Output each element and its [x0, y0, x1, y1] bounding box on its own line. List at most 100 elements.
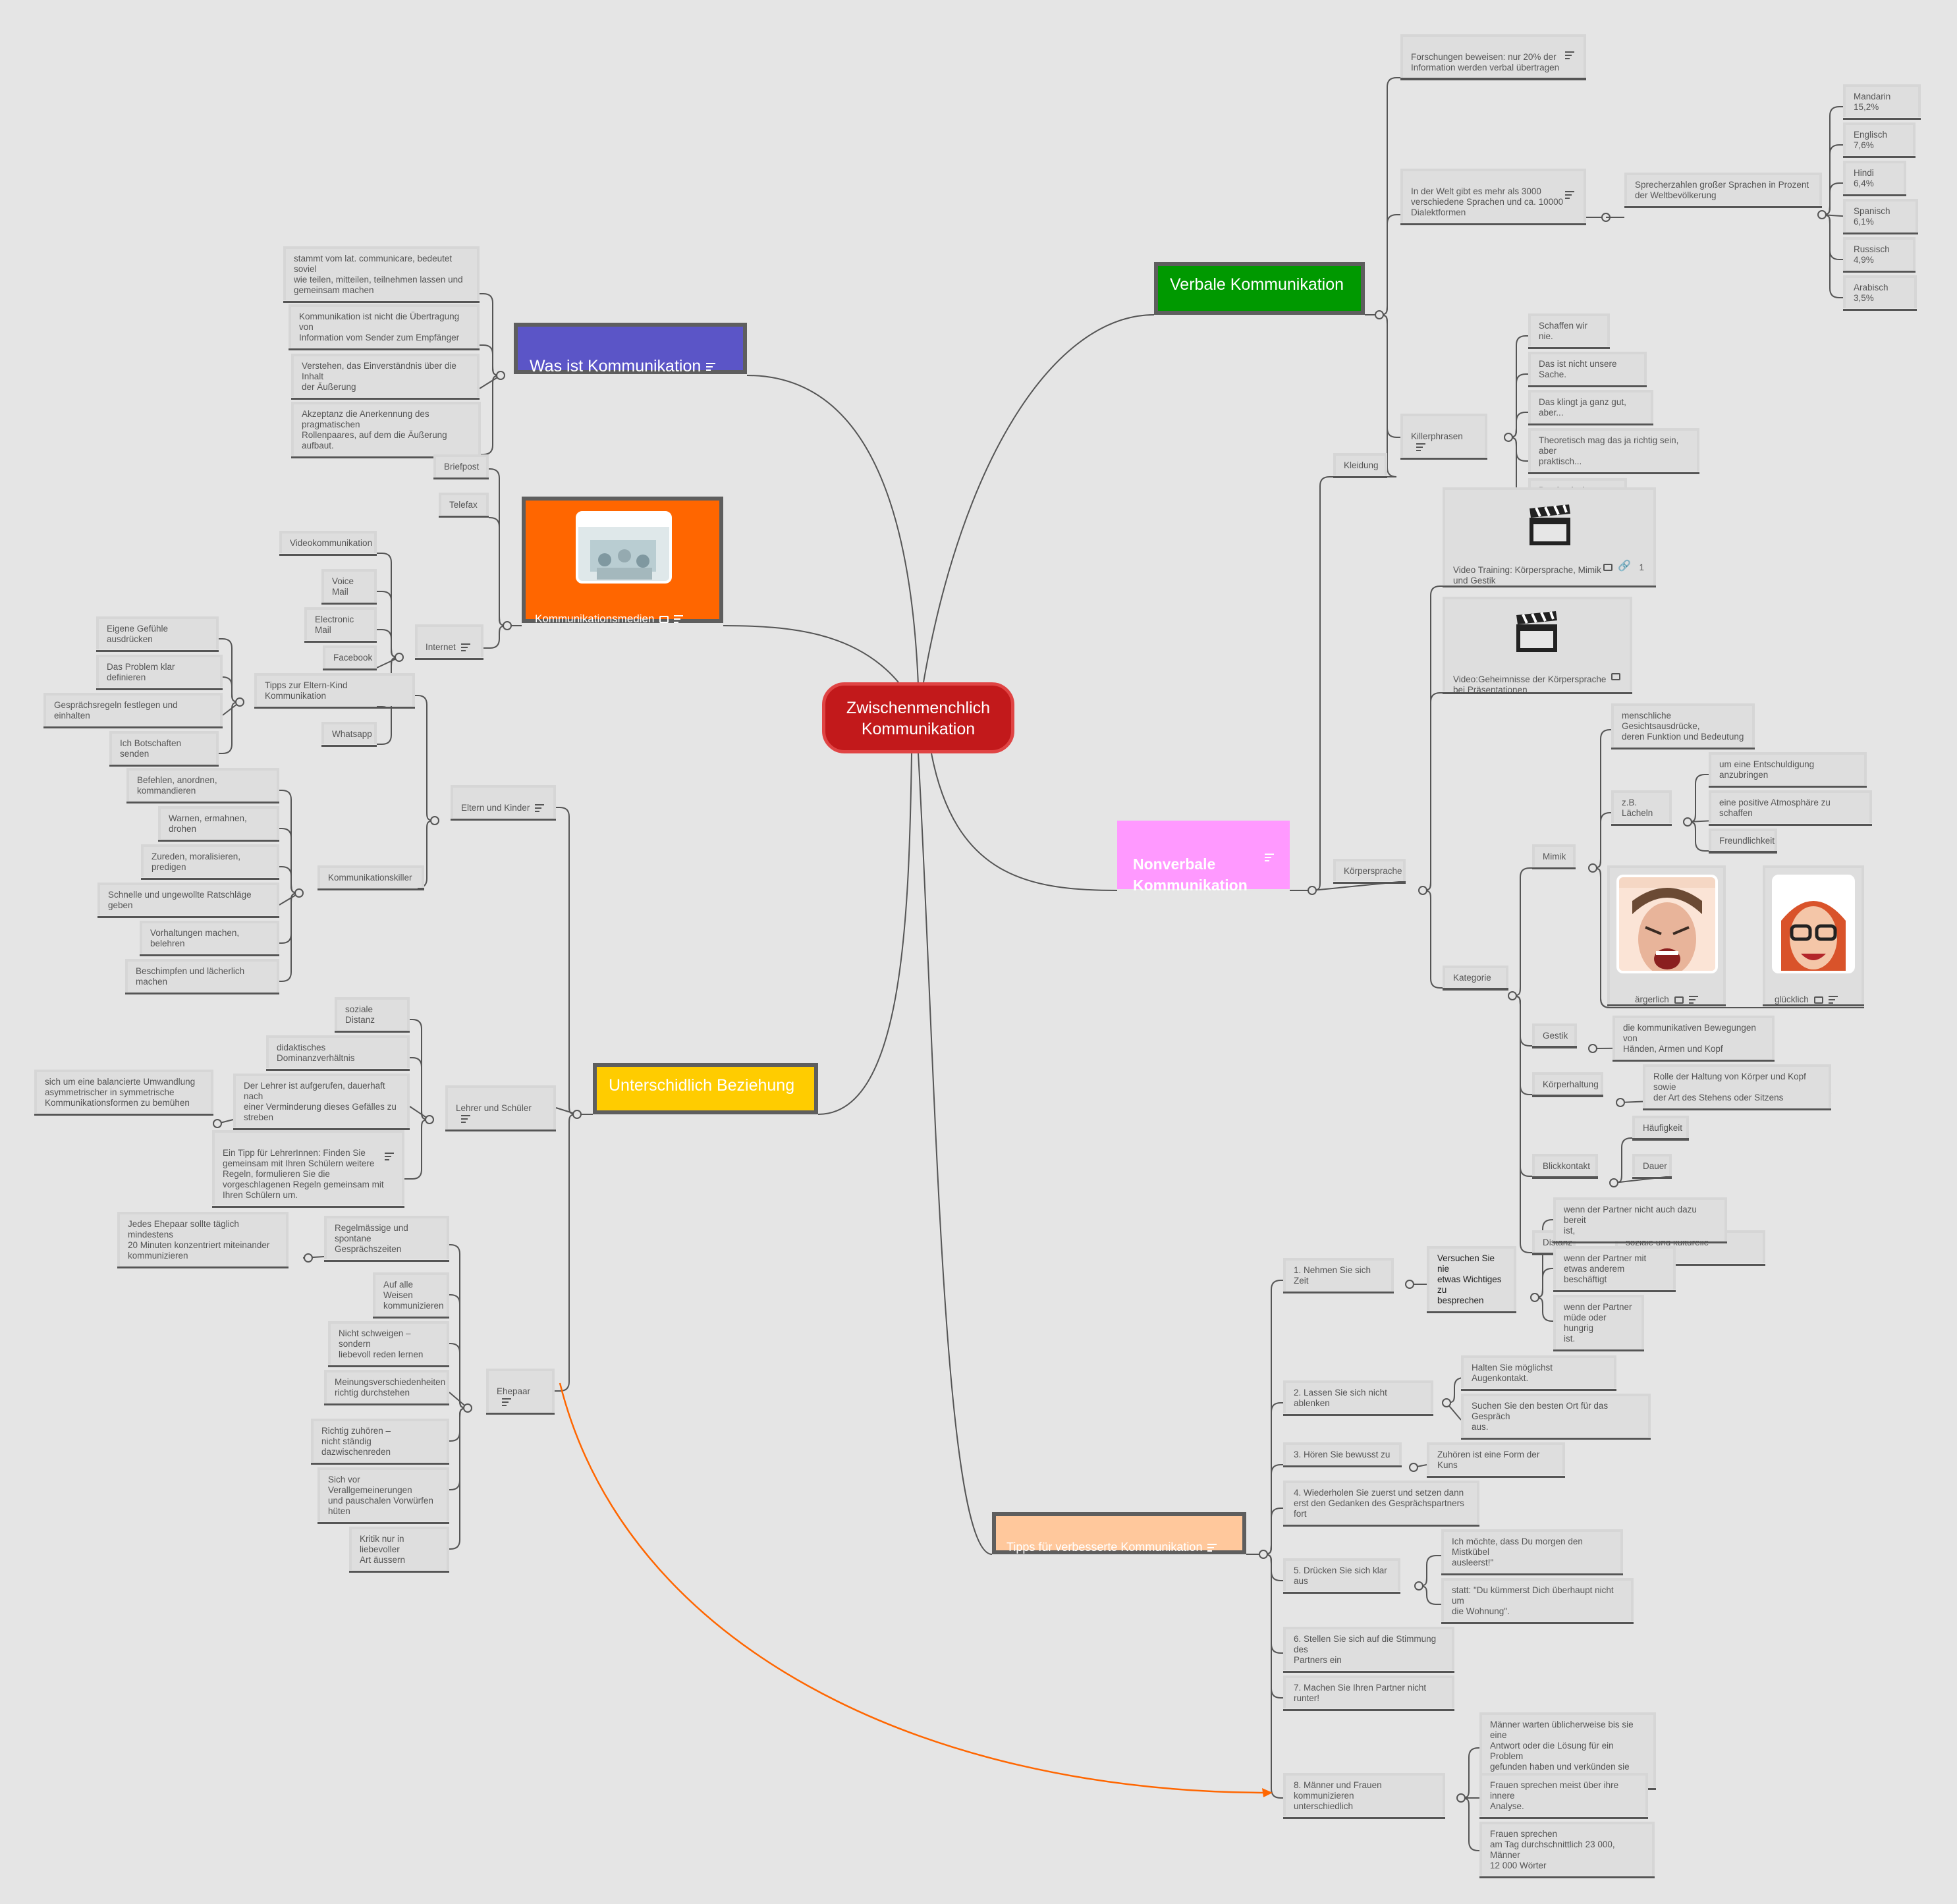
- face-happy-node[interactable]: glücklich: [1763, 865, 1864, 1006]
- killer-item-1[interactable]: Befehlen, anordnen, kommandieren: [126, 768, 279, 803]
- blick-haeufigkeit[interactable]: Häufigkeit: [1632, 1116, 1689, 1141]
- killer-3[interactable]: Das klingt ja ganz gut, aber...: [1528, 390, 1653, 425]
- topic-tipps[interactable]: Tipps für verbesserte Kommunikation: [992, 1512, 1246, 1554]
- ehepaar-item-2[interactable]: Auf alle Weisen kommunizieren: [373, 1272, 449, 1319]
- laecheln-1[interactable]: um eine Entschuldigung anzubringen: [1709, 752, 1867, 788]
- kategorie-blickkontakt[interactable]: Blickkontakt: [1532, 1154, 1598, 1179]
- collapse-handle[interactable]: [572, 1110, 582, 1119]
- collapse-handle[interactable]: [304, 1253, 313, 1263]
- tipp-1-item-1[interactable]: wenn der Partner nicht auch dazu bereit …: [1553, 1197, 1727, 1243]
- medien-telefax[interactable]: Telefax: [439, 493, 489, 518]
- tipp-6[interactable]: 6. Stellen Sie sich auf die Stimmung des…: [1283, 1627, 1454, 1673]
- ehepaar-item-6[interactable]: Sich vor Verallgemeinerungen und pauscha…: [317, 1467, 449, 1524]
- collapse-handle[interactable]: [294, 888, 304, 898]
- tipps-ek-2[interactable]: Das Problem klar definieren: [96, 655, 223, 690]
- collapse-handle[interactable]: [235, 697, 244, 707]
- internet-facebook[interactable]: Facebook: [323, 645, 377, 670]
- collapse-handle[interactable]: [1418, 886, 1427, 895]
- ehepaar-item-5[interactable]: Richtig zuhören – nicht ständig dazwisch…: [311, 1419, 449, 1465]
- gestik-desc[interactable]: die kommunikativen Bewegungen von Händen…: [1612, 1016, 1775, 1062]
- killer-item-5[interactable]: Vorhaltungen machen, belehren: [140, 921, 279, 956]
- medien-internet[interactable]: Internet: [415, 624, 483, 660]
- killer-2[interactable]: Das ist nicht unsere Sache.: [1528, 352, 1647, 387]
- collapse-handle[interactable]: [1308, 886, 1317, 895]
- collapse-handle[interactable]: [496, 371, 505, 380]
- collapse-handle[interactable]: [463, 1403, 472, 1413]
- internet-email[interactable]: Electronic Mail: [304, 607, 377, 643]
- collapse-handle[interactable]: [503, 621, 512, 630]
- central-topic[interactable]: Zwischenmenchlich Kommunikation: [822, 682, 1014, 753]
- collapse-handle[interactable]: [1588, 863, 1597, 873]
- ehepaar-item-7[interactable]: Kritik nur in liebevoller Art äussern: [349, 1527, 449, 1573]
- killer-item-4[interactable]: Schnelle und ungewollte Ratschläge geben: [97, 883, 279, 918]
- collapse-handle[interactable]: [1588, 1044, 1597, 1053]
- collapse-handle[interactable]: [1504, 433, 1513, 442]
- beziehung-ehepaar[interactable]: Ehepaar: [486, 1369, 555, 1415]
- killer-item-3[interactable]: Zureden, moralisieren, predigen: [141, 844, 279, 880]
- tipp-8[interactable]: 8. Männer und Frauen kommunizieren unter…: [1283, 1773, 1445, 1819]
- collapse-handle[interactable]: [395, 653, 404, 662]
- tipps-ek-1[interactable]: Eigene Gefühle ausdrücken: [96, 616, 219, 652]
- collapse-handle[interactable]: [1683, 817, 1692, 827]
- topic-verbale-kommunikation[interactable]: Verbale Kommunikation: [1154, 262, 1365, 315]
- lang-russisch[interactable]: Russisch 4,9%: [1843, 237, 1916, 273]
- topic-nonverbale-kommunikation[interactable]: Nonverbale Kommunikation: [1117, 821, 1290, 894]
- laecheln-2[interactable]: eine positive Atmosphäre zu schaffen: [1709, 790, 1872, 826]
- beziehung-lehrer[interactable]: Lehrer und Schüler: [445, 1085, 556, 1131]
- internet-video[interactable]: Videokommunikation: [279, 531, 377, 556]
- collapse-handle[interactable]: [1530, 1293, 1539, 1302]
- tipp-4[interactable]: 4. Wiederholen Sie zuerst und setzen dan…: [1283, 1481, 1479, 1527]
- nonverbal-kategorie[interactable]: Kategorie: [1443, 966, 1508, 991]
- nonverbal-kleidung[interactable]: Kleidung: [1333, 453, 1387, 478]
- lang-englisch[interactable]: Englisch 7,6%: [1843, 122, 1916, 158]
- mimik-desc[interactable]: menschliche Gesichtsausdrücke, deren Fun…: [1611, 703, 1755, 749]
- medien-briefpost[interactable]: Briefpost: [433, 454, 489, 479]
- nonverbal-koerpersprache[interactable]: Körpersprache: [1333, 859, 1406, 884]
- lehrer-item-2[interactable]: didaktisches Dominanzverhältnis: [266, 1035, 410, 1071]
- beziehung-eltern[interactable]: Eltern und Kinder: [451, 785, 556, 821]
- haltung-desc[interactable]: Rolle der Haltung von Körper und Kopf so…: [1643, 1064, 1831, 1110]
- tipp-2-item-1[interactable]: Halten Sie möglichst Augenkontakt.: [1461, 1355, 1616, 1391]
- was-item-2[interactable]: Kommunikation ist nicht die Übertragung …: [289, 304, 480, 350]
- tipp-2[interactable]: 2. Lassen Sie sich nicht ablenken: [1283, 1380, 1433, 1416]
- killer-4[interactable]: Theoretisch mag das ja richtig sein, abe…: [1528, 428, 1699, 474]
- tipp-8-item-3[interactable]: Frauen sprechen am Tag durchschnittlich …: [1479, 1822, 1655, 1878]
- lehrer-sub[interactable]: sich um eine balancierte Umwandlung asym…: [34, 1070, 213, 1116]
- collapse-handle[interactable]: [1456, 1793, 1466, 1803]
- collapse-handle[interactable]: [1609, 1178, 1618, 1187]
- collapse-handle[interactable]: [1405, 1280, 1414, 1289]
- tipp-2-item-2[interactable]: Suchen Sie den besten Ort für das Gesprä…: [1461, 1394, 1651, 1440]
- tipp-5-item-1[interactable]: Ich möchte, dass Du morgen den Mistkübel…: [1441, 1529, 1623, 1575]
- verbal-fact[interactable]: Forschungen beweisen: nur 20% der Inform…: [1400, 34, 1586, 80]
- collapse-handle[interactable]: [1414, 1581, 1423, 1591]
- kategorie-gestik[interactable]: Gestik: [1532, 1023, 1577, 1048]
- verbal-killerphrasen[interactable]: Killerphrasen: [1400, 414, 1487, 460]
- tipp-7[interactable]: 7. Machen Sie Ihren Partner nicht runter…: [1283, 1675, 1454, 1711]
- tipp-5-item-2[interactable]: statt: "Du kümmerst Dich überhaupt nicht…: [1441, 1578, 1634, 1624]
- killer-1[interactable]: Schaffen wir nie.: [1528, 313, 1610, 349]
- lang-mandarin[interactable]: Mandarin 15,2%: [1843, 84, 1921, 120]
- tipp-1-sub[interactable]: Versuchen Sie nie etwas Wichtiges zu bes…: [1427, 1246, 1516, 1313]
- was-item-3[interactable]: Verstehen, das Einverständnis über die I…: [291, 354, 480, 400]
- tipp-3[interactable]: 3. Hören Sie bewusst zu: [1283, 1442, 1402, 1467]
- was-item-4[interactable]: Akzeptanz die Anerkennung des pragmatisc…: [291, 402, 481, 458]
- collapse-handle[interactable]: [1375, 310, 1384, 319]
- mimik-laecheln[interactable]: z.B. Lächeln: [1611, 790, 1672, 826]
- tipp-3-item[interactable]: Zuhören ist eine Form der Kuns: [1427, 1442, 1565, 1478]
- lang-hindi[interactable]: Hindi 6,4%: [1843, 161, 1906, 196]
- collapse-handle[interactable]: [425, 1115, 434, 1124]
- collapse-handle[interactable]: [1409, 1463, 1418, 1472]
- eltern-tipps[interactable]: Tipps zur Eltern-Kind Kommunikation: [254, 673, 415, 709]
- tipps-ek-4[interactable]: Ich Botschaften senden: [109, 731, 219, 767]
- ehepaar-item-3[interactable]: Nicht schweigen – sondern liebevoll rede…: [328, 1321, 449, 1367]
- topic-unterschidlich-beziehung[interactable]: Unterschidlich Beziehung: [593, 1063, 818, 1114]
- internet-whatsapp[interactable]: Whatsapp: [321, 722, 377, 747]
- collapse-handle[interactable]: [213, 1119, 222, 1128]
- tipp-1-item-3[interactable]: wenn der Partner müde oder hungrig ist.: [1553, 1295, 1644, 1351]
- tipp-1-item-2[interactable]: wenn der Partner mit etwas anderem besch…: [1553, 1246, 1676, 1292]
- ehepaar-item-4[interactable]: Meinungsverschiedenheiten richtig durchs…: [324, 1370, 449, 1405]
- collapse-handle[interactable]: [1442, 1398, 1451, 1407]
- ehepaar-sub[interactable]: Jedes Ehepaar sollte täglich mindestens …: [117, 1212, 289, 1268]
- kategorie-mimik[interactable]: Mimik: [1532, 844, 1576, 869]
- lehrer-item-1[interactable]: soziale Distanz: [335, 997, 410, 1033]
